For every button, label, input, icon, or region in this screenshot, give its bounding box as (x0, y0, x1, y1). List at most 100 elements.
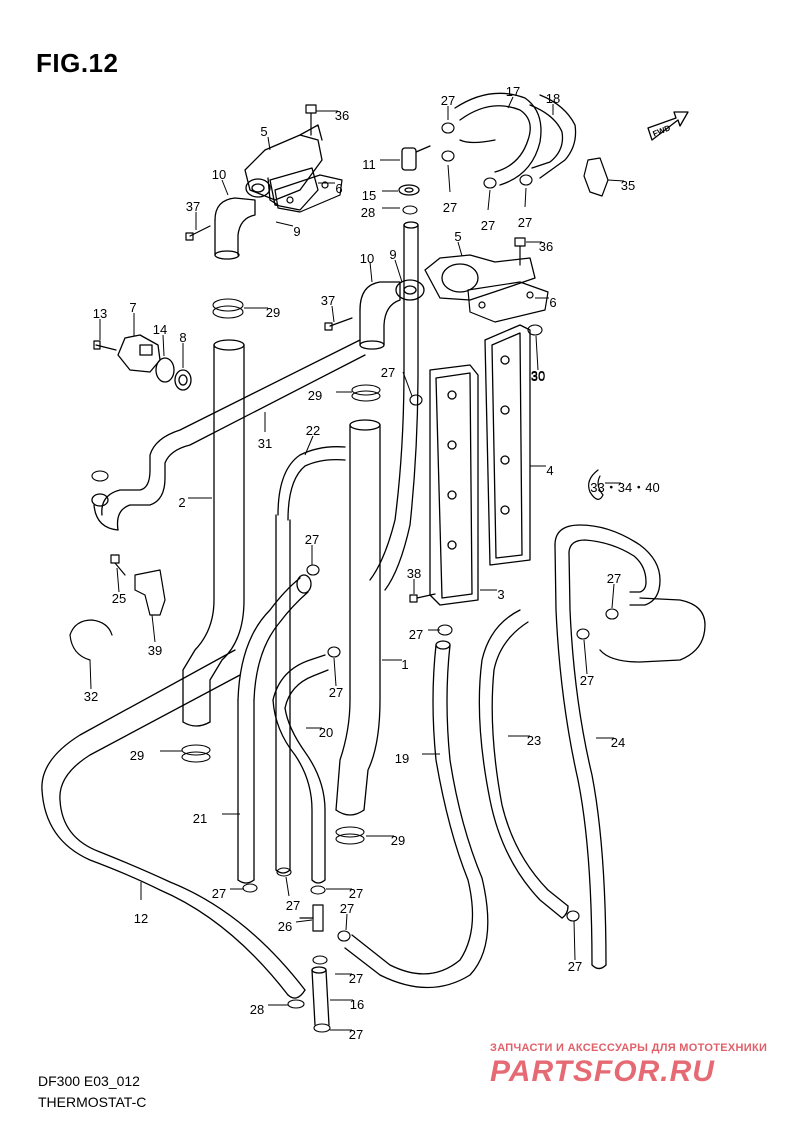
gasket-6-left (274, 174, 343, 213)
callout-number: 10 (212, 167, 226, 182)
bolt-37-left (185, 225, 211, 241)
callout-leader-line (583, 639, 588, 675)
hose-24 (554, 524, 706, 970)
bolt-36-left (305, 104, 317, 136)
hose-20 (272, 654, 329, 884)
callout-number: 27 (441, 93, 455, 108)
callout-number: 30 (531, 369, 545, 384)
hose-23 (478, 609, 569, 919)
callout-number: 21 (193, 811, 207, 826)
callout-number: 27 (580, 673, 594, 688)
thermostat-assembly-left (214, 124, 323, 260)
callout-number: 19 (395, 751, 409, 766)
watermark-tagline: ЗАПЧАСТИ И АКСЕССУАРЫ ДЛЯ МОТОТЕХНИКИ (490, 1042, 768, 1054)
hose-17-18 (454, 92, 577, 186)
callout-leader-line (331, 305, 335, 323)
callout-leader-line (611, 583, 615, 609)
callout-leader-line (607, 179, 625, 182)
callout-number: 10 (360, 251, 374, 266)
callout-number: 27 (409, 627, 423, 642)
callout-number: 3 (497, 587, 504, 602)
callout-number: 32 (84, 689, 98, 704)
callout-number: 24 (611, 735, 625, 750)
callout-leader-line (162, 334, 165, 357)
callout-number: 28 (361, 205, 375, 220)
callout-number: 33・34・40 (590, 480, 659, 495)
hose-12 (41, 649, 306, 999)
callout-number: 8 (179, 330, 186, 345)
callout-number: 18 (546, 91, 560, 106)
clip-33 (588, 469, 604, 500)
callout-number: 9 (389, 247, 396, 262)
callout-leader-line (457, 241, 463, 257)
callout-number: 20 (319, 725, 333, 740)
callout-number: 11 (362, 157, 376, 172)
callout-number: 23 (527, 733, 541, 748)
callout-number: 36 (539, 239, 553, 254)
hose-19 (344, 640, 489, 989)
gasket-6-right (467, 281, 549, 323)
hose-vertical-center (369, 221, 419, 591)
callout-number: 25 (112, 591, 126, 606)
callout-number: 29 (391, 833, 405, 848)
callout-leader-line (275, 221, 294, 227)
callout-number: 28 (250, 1002, 264, 1017)
callout-number: 30 (531, 368, 545, 383)
hose-21 (237, 574, 312, 884)
callout-number: 29 (130, 748, 144, 763)
callout-leader-line (535, 335, 539, 371)
callout-number: 1 (401, 657, 408, 672)
callout-number: 17 (506, 84, 520, 99)
callout-number: 26 (278, 919, 292, 934)
cover-plate-4 (484, 324, 531, 566)
callout-number: 22 (306, 423, 320, 438)
watermark-logo: PARTSFOR.RU (490, 1055, 715, 1088)
callout-number: 27 (518, 215, 532, 230)
callout-number: 27 (340, 901, 354, 916)
callout-leader-line (345, 913, 348, 931)
callout-leader-line (487, 189, 491, 211)
callout-number: 27 (212, 886, 226, 901)
callout-number: 39 (148, 643, 162, 658)
callout-number: 27 (568, 959, 582, 974)
callout-number: 31 (258, 436, 272, 451)
thermostat-assembly-right (359, 254, 536, 350)
callout-number: 27 (481, 218, 495, 233)
callout-number: 36 (335, 108, 349, 123)
callout-leader-line (447, 164, 451, 193)
callout-leader-line (402, 371, 413, 397)
callout-leader-line (524, 187, 527, 208)
hose-2 (182, 339, 245, 727)
callout-number: 5 (454, 229, 461, 244)
callout-number: 27 (349, 886, 363, 901)
model-code: DF300 E03_012 (38, 1073, 140, 1089)
callout-leader-line (285, 876, 290, 897)
callout-leader-line (295, 919, 313, 923)
bolt-37-right (324, 317, 353, 331)
o-ring-14 (155, 357, 175, 383)
callout-number: 13 (93, 306, 107, 321)
hose-1 (335, 419, 381, 816)
callout-leader-line (507, 96, 514, 109)
callout-number: 37 (186, 199, 200, 214)
callout-number: 16 (350, 997, 364, 1012)
callout-number: 6 (335, 181, 342, 196)
callout-number: 27 (305, 532, 319, 547)
callout-number: 37 (321, 293, 335, 308)
callout-leader-line (267, 136, 271, 151)
callout-number: 2 (178, 495, 185, 510)
callout-number: 27 (607, 571, 621, 586)
hose-16 (311, 966, 330, 1026)
callout-leader-line (116, 567, 120, 593)
cap-8 (174, 369, 192, 391)
callout-number: 4 (546, 463, 553, 478)
bolt-25 (110, 554, 126, 576)
fwd-arrow-icon (647, 111, 689, 141)
bolt-13 (93, 340, 117, 351)
bolt-38 (409, 593, 436, 603)
section-name: THERMOSTAT-C (38, 1094, 147, 1110)
callout-number: 7 (129, 300, 136, 315)
callout-number: 35 (621, 178, 635, 193)
